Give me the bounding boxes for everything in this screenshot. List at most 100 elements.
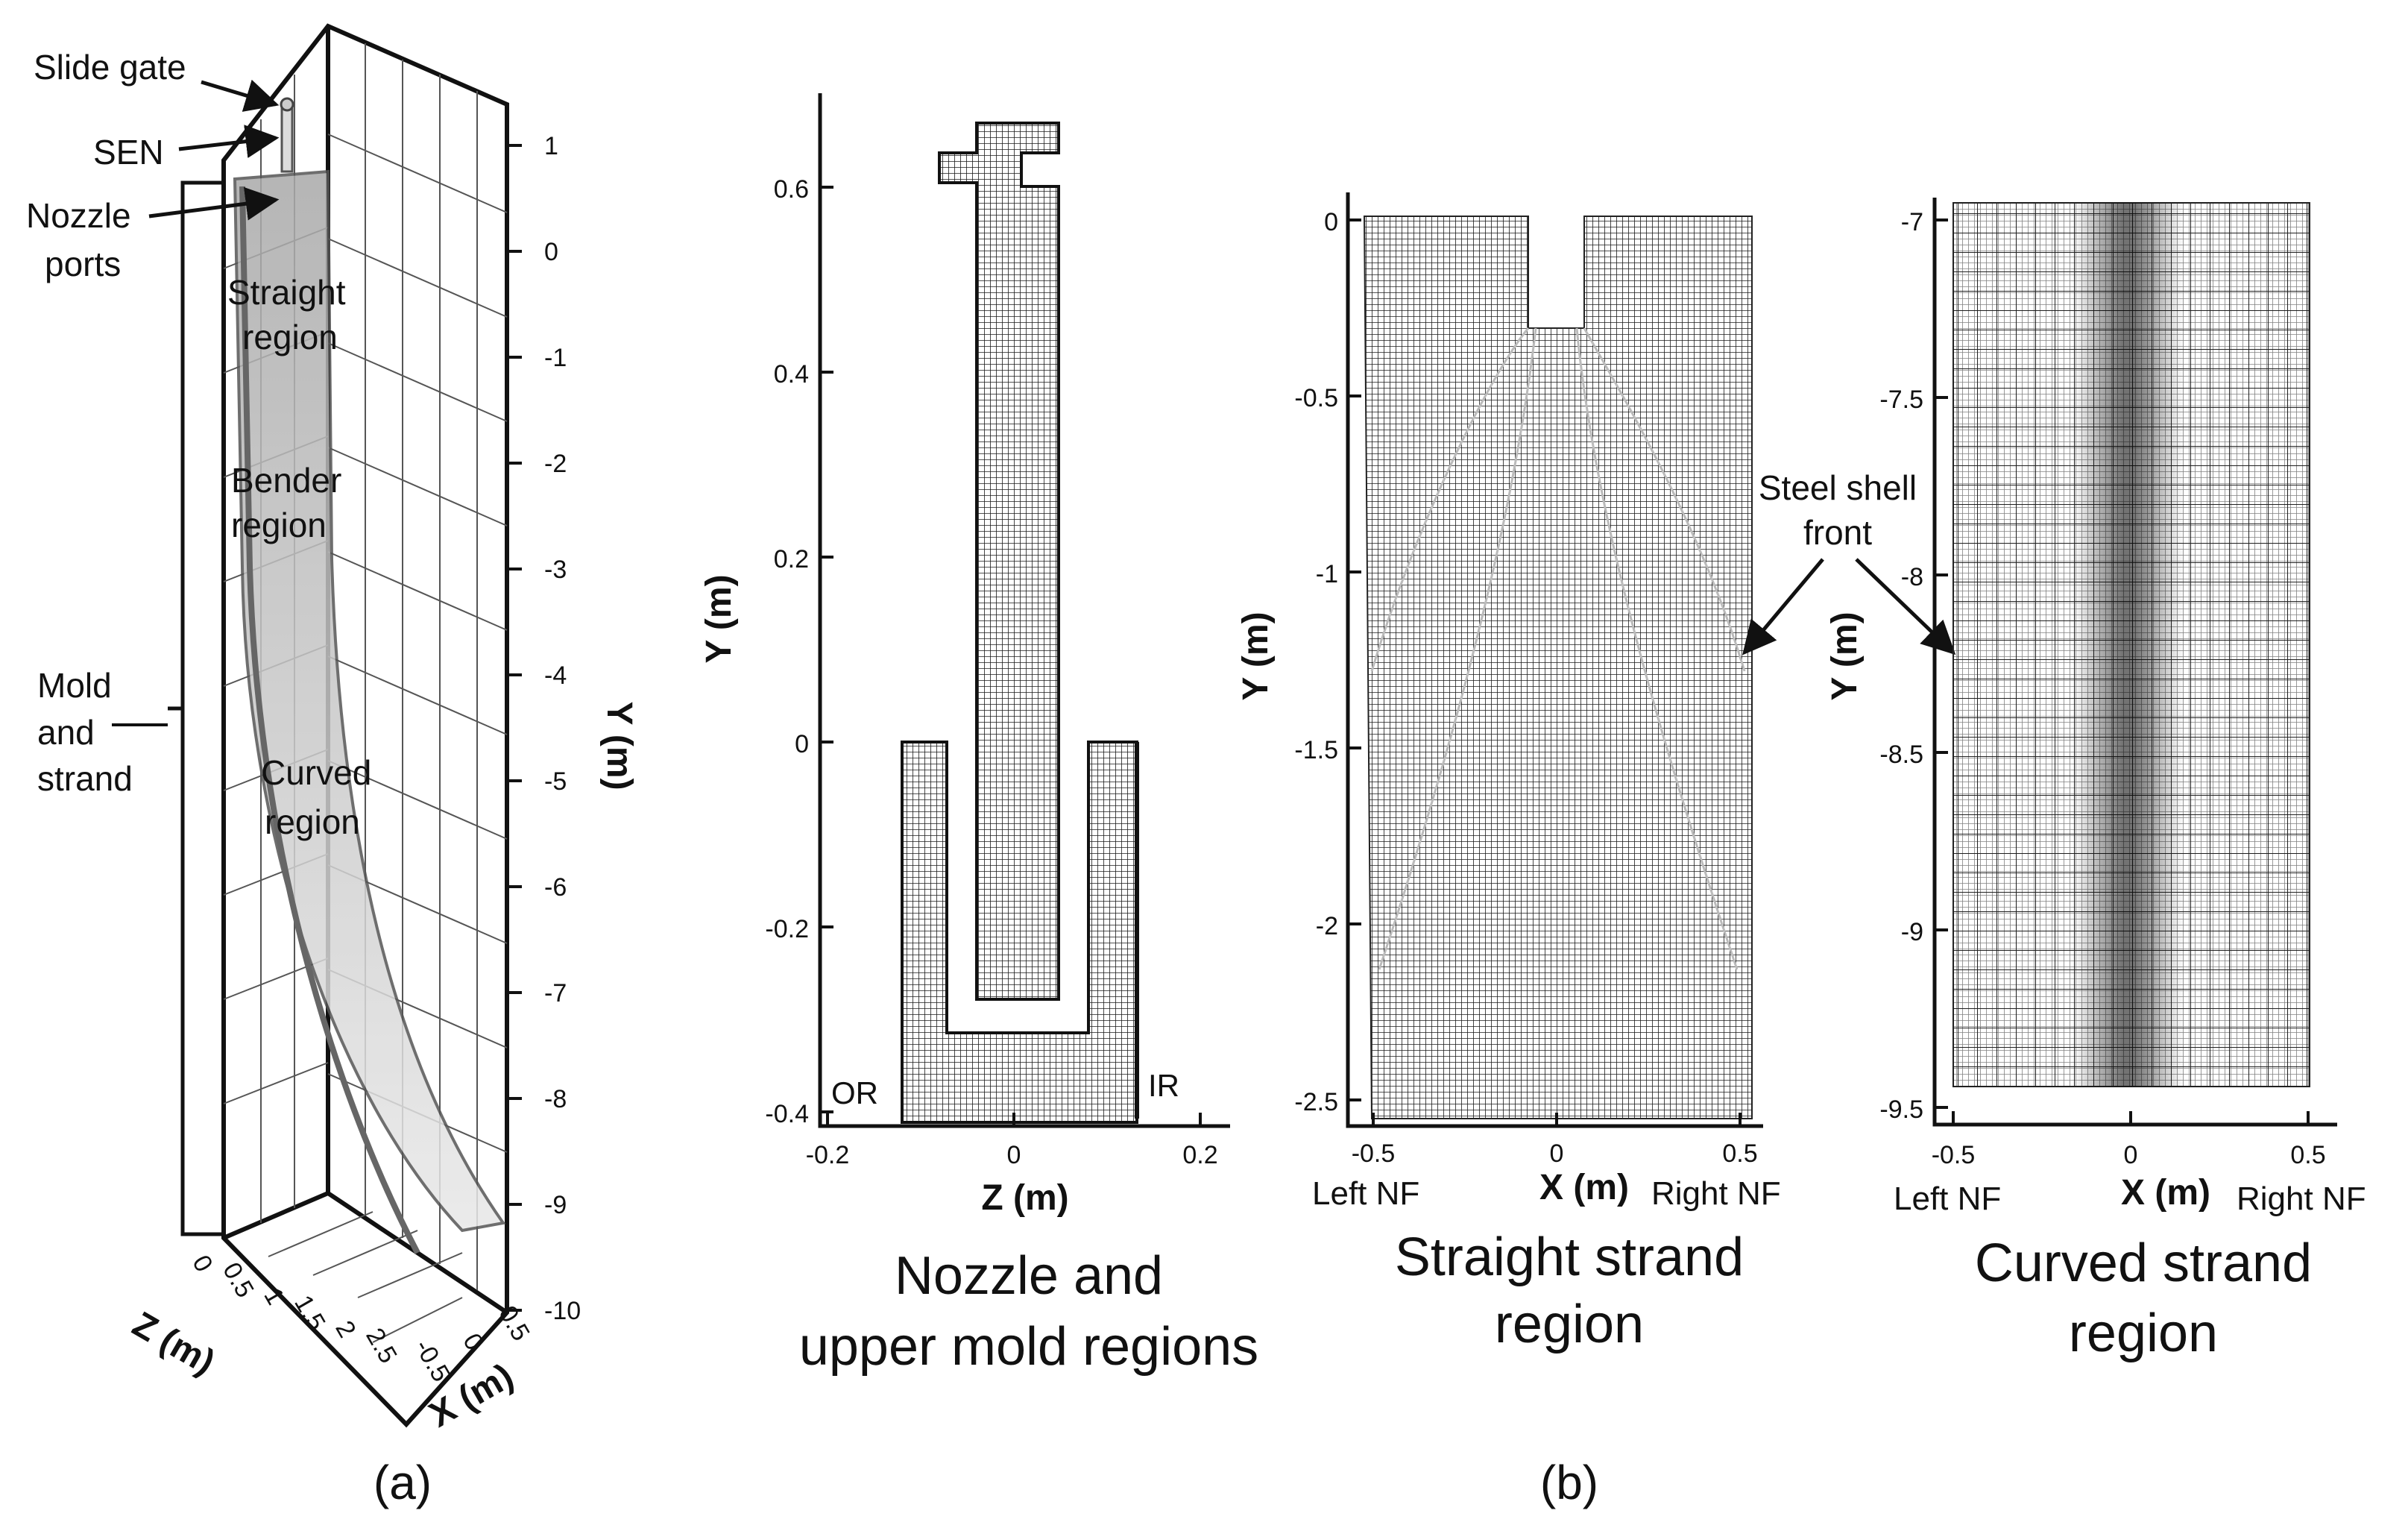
nozzle-title-2: upper mold regions: [799, 1317, 1258, 1377]
curved-title-2: region: [2069, 1304, 2218, 1363]
panel-a-z-tick: 2: [330, 1316, 361, 1342]
panel-a-y-tick: -6: [544, 873, 567, 902]
label-sen: SEN: [93, 133, 164, 172]
nozzle-or-tag: OR: [831, 1075, 878, 1110]
nozzle-title-1: Nozzle and: [895, 1246, 1163, 1306]
label-curved-2: region: [265, 802, 360, 841]
straight-x-tick: 0: [1550, 1139, 1564, 1168]
curved-center-band: [2073, 203, 2184, 1087]
panel-a-y-tick: 0: [544, 238, 558, 266]
curved-y-tick: -8.5: [1879, 741, 1923, 769]
label-mold-3: strand: [37, 759, 133, 798]
panel-a-y-tick: -2: [544, 450, 567, 478]
steel-shell-label-2: front: [1803, 513, 1872, 552]
label-straight-2: region: [242, 318, 338, 356]
curved-axes: [1932, 198, 2337, 1127]
panel-a-y-tick: -3: [544, 556, 567, 584]
strand-body: [233, 169, 506, 1233]
curved-title-1: Curved strand: [1975, 1233, 2312, 1293]
sen-arrow: [178, 125, 280, 158]
curved-y-tick: -8: [1901, 563, 1923, 591]
straight-x-tick: -0.5: [1352, 1139, 1396, 1168]
curved-right-nf: Right NF: [2237, 1181, 2366, 1217]
slide-gate: [280, 97, 294, 112]
straight-y-tick: -1: [1316, 560, 1338, 588]
mold-mesh: [901, 741, 1138, 1124]
straight-title-1: Straight strand: [1395, 1227, 1744, 1287]
steel-shell-annotation: Steel shell front: [1742, 468, 1956, 656]
panel-a-y-tick: -8: [544, 1085, 567, 1113]
label-mold-1: Mold: [37, 666, 112, 705]
nozzle-ir-tag: IR: [1148, 1068, 1179, 1103]
straight-left-nf: Left NF: [1312, 1175, 1419, 1212]
curved-xlabel: X (m): [2121, 1173, 2210, 1213]
nozzle-x-tick: 0: [1007, 1141, 1021, 1169]
panel-b-caption: (b): [1540, 1456, 1598, 1509]
panel-a-z-tick: 0.5: [217, 1258, 259, 1303]
nozzle-y-tick: 0: [795, 730, 809, 758]
panel-a-z-axis-label: Z (m): [126, 1304, 221, 1383]
panel-a-y-axis-label: Y (m): [599, 701, 639, 790]
straight-y-tick: -2.5: [1294, 1088, 1338, 1116]
nozzle-ports-arrow: [148, 186, 280, 221]
curved-y-tick: -9.5: [1879, 1095, 1923, 1124]
label-straight-1: Straight: [227, 273, 346, 312]
nozzle-y-tick: 0.2: [774, 545, 809, 573]
label-nozzle-ports-1: Nozzle: [26, 196, 131, 235]
curved-x-tick: 0.5: [2290, 1141, 2325, 1169]
nozzle-ylabel: Y (m): [699, 574, 739, 663]
straight-y-tick: -1.5: [1294, 736, 1338, 764]
straight-axes: [1346, 192, 1763, 1128]
curved-y-tick: -7: [1901, 208, 1923, 236]
label-slide-gate: Slide gate: [34, 48, 186, 87]
nozzle-y-tick: 0.4: [774, 360, 809, 389]
straight-ylabel: Y (m): [1236, 612, 1276, 700]
panel-a-y-tick: -10: [544, 1297, 581, 1325]
curved-left-nf: Left NF: [1894, 1181, 2001, 1217]
panel-a-caption: (a): [374, 1456, 432, 1509]
nozzle-mesh: [938, 122, 1060, 1001]
nozzle-x-tick: -0.2: [806, 1141, 850, 1169]
label-nozzle-ports-2: ports: [45, 245, 121, 283]
panel-a-z-tick: 0: [186, 1251, 218, 1277]
panel-a-z-tick: 1.5: [289, 1291, 331, 1336]
panel-a-z-axis: 00.511.522.5 Z (m): [126, 1251, 403, 1383]
nozzle-y-tick: -0.2: [765, 915, 809, 943]
nozzle-xlabel: Z (m): [981, 1178, 1068, 1218]
nozzle-axes: [818, 93, 1230, 1128]
strand-edge: [239, 186, 420, 1254]
sen-nozzle: [280, 103, 294, 173]
label-bender-1: Bender: [231, 461, 341, 500]
curved-y-tick: -9: [1901, 918, 1923, 946]
straight-mesh: [1363, 216, 1753, 1119]
straight-title-2: region: [1495, 1295, 1644, 1354]
panel-a-y-tick: -9: [544, 1191, 567, 1219]
nozzle-x-tick: 0.2: [1182, 1141, 1217, 1169]
panel-a-3d-strand: Slide gate SEN Nozzle ports Straight reg…: [26, 23, 639, 1509]
straight-y-tick: -0.5: [1294, 384, 1338, 412]
straight-shell-front-lines: [1370, 327, 1746, 970]
steel-shell-arrow-right: [1855, 558, 1956, 656]
curved-ylabel: Y (m): [1825, 612, 1865, 700]
nozzle-y-tick: 0.6: [774, 175, 809, 204]
panel-a-y-tick: -7: [544, 979, 567, 1007]
panel-a-y-tick: -1: [544, 344, 567, 372]
label-curved-1: Curved: [261, 753, 371, 792]
label-bender-2: region: [231, 506, 327, 544]
panel-a-y-tick: 1: [544, 132, 558, 160]
panel-a-y-axis: 10-1-2-3-4-5-6-7-8-9-10 Y (m): [507, 132, 639, 1325]
nozzle-y-tick: -0.4: [765, 1100, 809, 1128]
panel-a-y-tick: -4: [544, 661, 567, 690]
straight-y-tick: 0: [1324, 208, 1338, 236]
curved-y-tick: -7.5: [1879, 386, 1923, 414]
straight-y-tick: -2: [1316, 912, 1338, 940]
straight-right-nf: Right NF: [1651, 1175, 1781, 1212]
label-mold-2: and: [37, 713, 95, 752]
curved-x-tick: 0: [2124, 1141, 2138, 1169]
straight-xlabel: X (m): [1539, 1168, 1629, 1207]
